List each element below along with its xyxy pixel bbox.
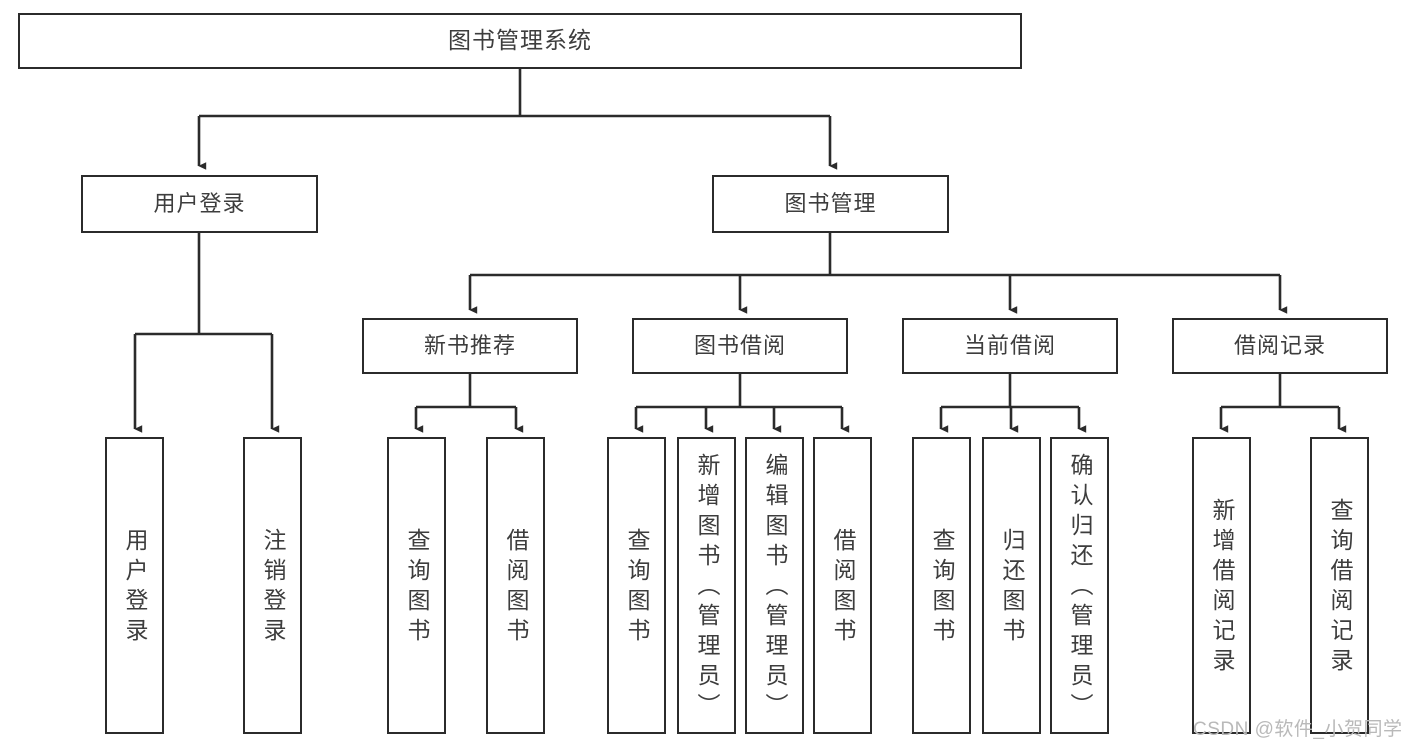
node-leaf-borrow-book-2-label: 借阅图书	[830, 527, 856, 648]
node-user-login[interactable]: 用户登录	[81, 175, 318, 233]
node-new-book-rec-label: 新书推荐	[423, 332, 516, 358]
node-leaf-user-login-label: 用户登录	[122, 527, 148, 648]
node-leaf-borrow-book-1-label: 借阅图书	[503, 527, 529, 648]
node-new-book-rec[interactable]: 新书推荐	[362, 318, 578, 374]
node-leaf-query-book-1[interactable]: 查询图书	[387, 437, 446, 734]
node-leaf-add-record-label: 新增借阅记录	[1209, 497, 1235, 678]
node-root[interactable]: 图书管理系统	[18, 13, 1022, 69]
node-leaf-query-book-2-label: 查询图书	[624, 527, 650, 648]
node-leaf-query-book-2[interactable]: 查询图书	[607, 437, 666, 734]
node-leaf-confirm-return[interactable]: 确认归还（管理员）	[1050, 437, 1109, 734]
node-leaf-query-book-3-label: 查询图书	[929, 527, 955, 648]
node-leaf-query-book-3[interactable]: 查询图书	[912, 437, 971, 734]
node-leaf-borrow-book-1[interactable]: 借阅图书	[486, 437, 545, 734]
node-book-borrow-label: 图书借阅	[693, 332, 786, 358]
csdn-watermark: CSDN @软件_小贺同学	[1193, 719, 1403, 740]
node-book-manage[interactable]: 图书管理	[712, 175, 949, 233]
node-leaf-logout[interactable]: 注销登录	[243, 437, 302, 734]
node-leaf-user-login[interactable]: 用户登录	[105, 437, 164, 734]
node-leaf-query-record[interactable]: 查询借阅记录	[1310, 437, 1369, 734]
node-leaf-query-record-label: 查询借阅记录	[1327, 497, 1353, 678]
node-leaf-add-book[interactable]: 新增图书（管理员）	[677, 437, 736, 734]
node-leaf-add-record[interactable]: 新增借阅记录	[1192, 437, 1251, 734]
node-current-borrow[interactable]: 当前借阅	[902, 318, 1118, 374]
node-borrow-record-label: 借阅记录	[1233, 332, 1326, 358]
node-leaf-borrow-book-2[interactable]: 借阅图书	[813, 437, 872, 734]
node-borrow-record[interactable]: 借阅记录	[1172, 318, 1388, 374]
node-root-label: 图书管理系统	[448, 27, 592, 54]
node-leaf-add-book-label: 新增图书（管理员）	[694, 452, 720, 723]
node-current-borrow-label: 当前借阅	[963, 332, 1056, 358]
node-leaf-query-book-1-label: 查询图书	[404, 527, 430, 648]
node-leaf-confirm-return-label: 确认归还（管理员）	[1067, 452, 1093, 723]
node-leaf-return-book-label: 归还图书	[999, 527, 1025, 648]
node-leaf-return-book[interactable]: 归还图书	[982, 437, 1041, 734]
node-leaf-logout-label: 注销登录	[260, 527, 286, 648]
node-user-login-label: 用户登录	[153, 190, 246, 216]
node-book-manage-label: 图书管理	[784, 190, 877, 216]
node-leaf-edit-book-label: 编辑图书（管理员）	[762, 452, 788, 723]
node-book-borrow[interactable]: 图书借阅	[632, 318, 848, 374]
node-leaf-edit-book[interactable]: 编辑图书（管理员）	[745, 437, 804, 734]
